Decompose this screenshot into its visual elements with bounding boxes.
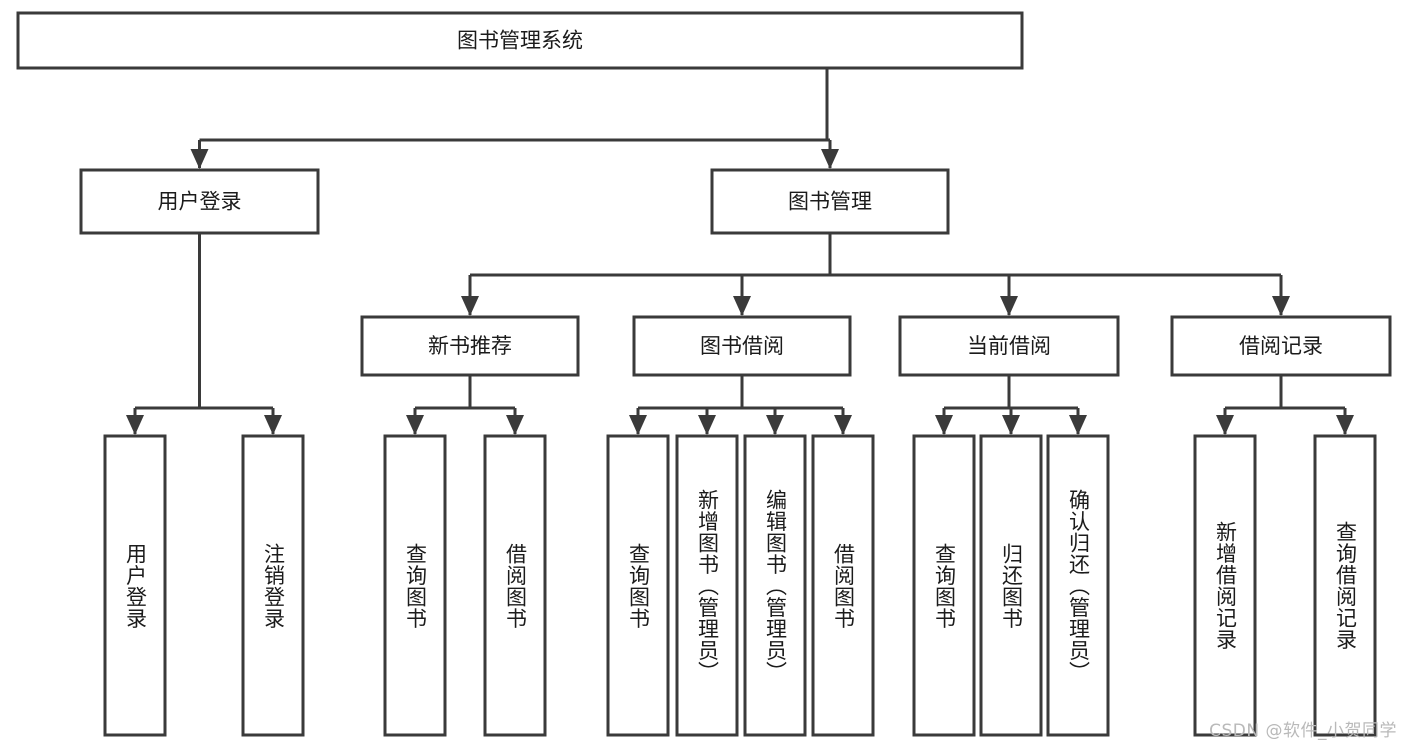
node-leaf-query-book-3[interactable]	[912, 434, 976, 737]
node-current-borrow[interactable]	[898, 315, 1120, 377]
node-leaf-edit-book[interactable]	[743, 434, 807, 737]
arrow-head-icon	[1069, 415, 1087, 435]
node-label-borrow-record: 借阅记录	[1239, 334, 1323, 358]
node-leaf-add-book[interactable]	[675, 434, 739, 737]
arrow-head-icon	[406, 415, 424, 435]
arrow-head-icon	[1336, 415, 1354, 435]
arrow-head-icon	[1000, 296, 1018, 316]
node-label-root: 图书管理系统	[457, 29, 583, 53]
arrow-head-icon	[190, 149, 209, 169]
connector-layer	[126, 68, 1354, 435]
node-borrow-record[interactable]	[1170, 315, 1392, 377]
node-label-book-borrow: 图书借阅	[700, 334, 784, 358]
arrow-head-icon	[506, 415, 524, 435]
arrow-head-icon	[834, 415, 852, 435]
node-book-borrow[interactable]	[632, 315, 852, 377]
node-label-user-login: 用户登录	[158, 190, 242, 214]
node-leaf-borrow-book-2[interactable]	[811, 434, 875, 737]
arrow-head-icon	[1002, 415, 1020, 435]
arrow-head-icon	[264, 415, 282, 435]
node-leaf-query-record[interactable]	[1313, 434, 1377, 737]
node-leaf-logout[interactable]	[241, 434, 305, 737]
arrow-head-icon	[733, 296, 751, 316]
node-root[interactable]	[16, 11, 1024, 70]
node-leaf-add-record[interactable]	[1193, 434, 1257, 737]
arrow-head-icon	[698, 415, 716, 435]
node-box-layer	[16, 11, 1392, 737]
node-label-current-borrow: 当前借阅	[967, 334, 1051, 358]
node-new-book-recommend[interactable]	[360, 315, 580, 377]
node-leaf-borrow-book-1[interactable]	[483, 434, 547, 737]
node-leaf-confirm-return[interactable]	[1046, 434, 1110, 737]
node-user-login[interactable]	[79, 168, 320, 235]
arrow-head-icon	[1272, 296, 1290, 316]
csdn-watermark: CSDN @软件_小贺同学	[1209, 721, 1397, 741]
node-leaf-return-book[interactable]	[979, 434, 1043, 737]
node-label-new-book-recommend: 新书推荐	[428, 334, 512, 358]
arrow-head-icon	[1216, 415, 1234, 435]
node-book-manage[interactable]	[710, 168, 950, 235]
arrow-head-icon	[821, 149, 839, 169]
arrow-head-icon	[766, 415, 784, 435]
arrow-head-icon	[935, 415, 953, 435]
arrow-head-icon	[629, 415, 647, 435]
arrow-head-icon	[126, 415, 144, 435]
node-leaf-user-login[interactable]	[103, 434, 167, 737]
node-leaf-query-book-1[interactable]	[383, 434, 447, 737]
node-leaf-query-book-2[interactable]	[606, 434, 670, 737]
arrow-head-icon	[461, 296, 479, 316]
node-label-book-manage: 图书管理	[788, 190, 872, 214]
